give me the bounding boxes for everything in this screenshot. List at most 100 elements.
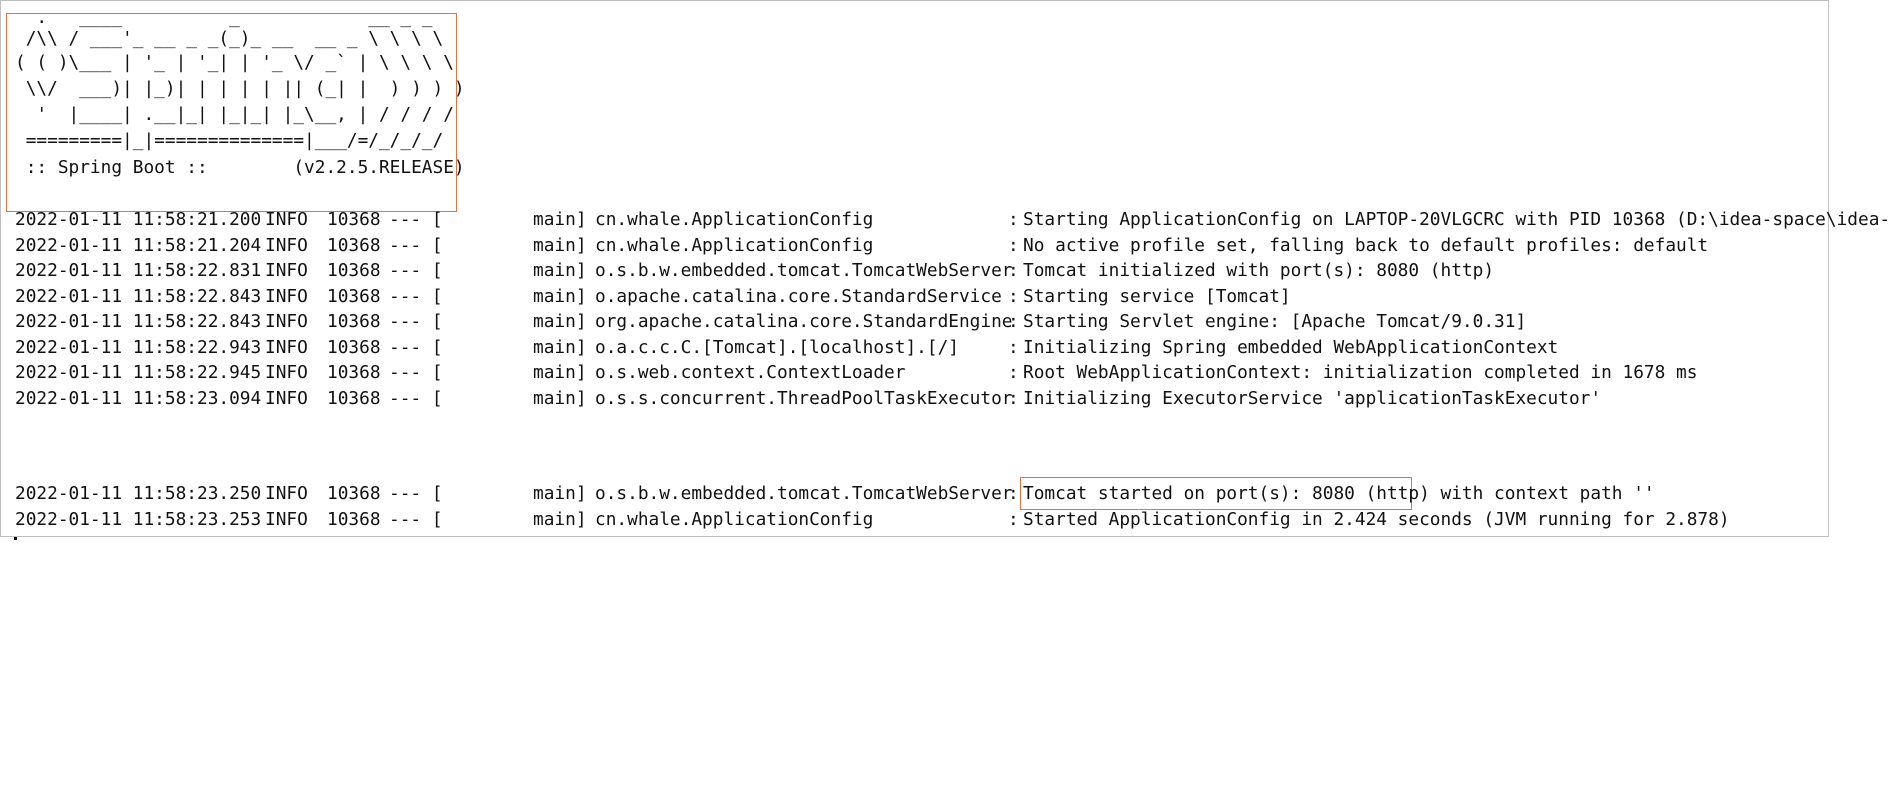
banner-line: ( ( )\___ | '_ | '_| | '_ \/ _` | \ \ \ … (15, 52, 454, 73)
log-level: INFO (265, 235, 308, 256)
log-timestamp: 2022-01-11 11:58:22.945 (15, 362, 262, 383)
log-thread: main] (533, 388, 587, 409)
log-colon: : (1008, 362, 1019, 383)
log-separator: --- [ (389, 509, 443, 530)
log-colon: : (1008, 260, 1019, 281)
log-level: INFO (265, 337, 308, 358)
log-thread: main] (533, 209, 587, 230)
banner-line: \\/ ___)| |_)| | | | | || (_| | ) ) ) ) (15, 78, 465, 99)
log-colon: : (1008, 388, 1019, 409)
log-colon: : (1008, 235, 1019, 256)
log-logger: o.a.c.c.C.[Tomcat].[localhost].[/] (595, 337, 959, 358)
log-timestamp: 2022-01-11 11:58:22.831 (15, 260, 262, 281)
log-thread: main] (533, 260, 587, 281)
log-colon: : (1008, 337, 1019, 358)
log-level: INFO (265, 483, 308, 504)
log-level: INFO (265, 286, 308, 307)
log-colon: : (1008, 311, 1019, 332)
log-thread: main] (533, 235, 587, 256)
log-thread: main] (533, 362, 587, 383)
log-row: 2022-01-11 11:58:22.831 INFO 10368 --- [… (15, 256, 1494, 286)
log-timestamp: 2022-01-11 11:58:22.843 (15, 286, 262, 307)
log-row: 2022-01-11 11:58:21.200 INFO 10368 --- [… (15, 205, 1890, 235)
log-pid: 10368 (327, 260, 381, 281)
log-level: INFO (265, 388, 308, 409)
log-message: Starting ApplicationConfig on LAPTOP-20V… (1023, 209, 1890, 230)
log-row: 2022-01-11 11:58:22.945 INFO 10368 --- [… (15, 358, 1697, 388)
log-pid: 10368 (327, 209, 381, 230)
log-pid: 10368 (327, 337, 381, 358)
log-level: INFO (265, 260, 308, 281)
log-logger: o.s.s.concurrent.ThreadPoolTaskExecutor (595, 388, 1013, 409)
log-logger: cn.whale.ApplicationConfig (595, 509, 874, 530)
banner-line: ' |____| .__|_| |_|_| |_\__, | / / / / (15, 104, 454, 125)
log-separator: --- [ (389, 311, 443, 332)
log-message: Tomcat initialized with port(s): 8080 (h… (1023, 260, 1495, 281)
log-level: INFO (265, 362, 308, 383)
banner-line: =========|_|==============|___/=/_/_/_/ (15, 130, 444, 151)
log-separator: --- [ (389, 388, 443, 409)
log-pid: 10368 (327, 509, 381, 530)
log-level: INFO (265, 509, 308, 530)
log-timestamp: 2022-01-11 11:58:21.200 (15, 209, 262, 230)
log-logger: cn.whale.ApplicationConfig (595, 235, 874, 256)
log-separator: --- [ (389, 209, 443, 230)
log-pid: 10368 (327, 483, 381, 504)
log-thread: main] (533, 337, 587, 358)
log-message: Initializing Spring embedded WebApplicat… (1023, 337, 1559, 358)
log-message: No active profile set, falling back to d… (1023, 235, 1709, 256)
log-row: 2022-01-11 11:58:22.943 INFO 10368 --- [… (15, 333, 1558, 363)
log-row: 2022-01-11 11:58:23.253 INFO 10368 --- [… (15, 505, 1730, 535)
log-message: Tomcat started on port(s): 8080 (http) w… (1023, 483, 1655, 504)
log-row: 2022-01-11 11:58:23.250 INFO 10368 --- [… (15, 479, 1655, 509)
log-thread: main] (533, 286, 587, 307)
log-pid: 10368 (327, 311, 381, 332)
log-message: Root WebApplicationContext: initializati… (1023, 362, 1698, 383)
console-output-panel: . ____ _ __ _ _ /\\ / ___'_ __ _ _(_)_ _… (0, 0, 1890, 537)
log-separator: --- [ (389, 362, 443, 383)
log-colon: : (1008, 483, 1019, 504)
log-pid: 10368 (327, 388, 381, 409)
log-logger: org.apache.catalina.core.StandardEngine (595, 311, 1013, 332)
log-row: 2022-01-11 11:58:21.204 INFO 10368 --- [… (15, 231, 1708, 261)
log-level: INFO (265, 209, 308, 230)
log-pid: 10368 (327, 286, 381, 307)
log-logger: o.s.b.w.embedded.tomcat.TomcatWebServer (595, 483, 1013, 504)
log-row: 2022-01-11 11:58:23.094 INFO 10368 --- [… (15, 384, 1601, 414)
log-row: 2022-01-11 11:58:22.843 INFO 10368 --- [… (15, 282, 1291, 312)
log-colon: : (1008, 286, 1019, 307)
log-timestamp: 2022-01-11 11:58:23.250 (15, 483, 262, 504)
log-timestamp: 2022-01-11 11:58:23.094 (15, 388, 262, 409)
log-message: Starting Servlet engine: [Apache Tomcat/… (1023, 311, 1527, 332)
log-separator: --- [ (389, 483, 443, 504)
text-cursor (14, 537, 17, 540)
log-logger: cn.whale.ApplicationConfig (595, 209, 874, 230)
log-separator: --- [ (389, 337, 443, 358)
log-colon: : (1008, 209, 1019, 230)
log-thread: main] (533, 311, 587, 332)
log-timestamp: 2022-01-11 11:58:21.204 (15, 235, 262, 256)
spring-boot-version-line: :: Spring Boot :: (v2.2.5.RELEASE) (15, 157, 465, 178)
banner-highlight-box (6, 13, 457, 212)
log-pid: 10368 (327, 235, 381, 256)
log-message: Starting service [Tomcat] (1023, 286, 1291, 307)
banner-line: /\\ / ___'_ __ _ _(_)_ __ __ _ \ \ \ \ (15, 28, 444, 49)
log-row: 2022-01-11 11:58:22.843 INFO 10368 --- [… (15, 307, 1526, 337)
log-thread: main] (533, 483, 587, 504)
log-separator: --- [ (389, 286, 443, 307)
log-separator: --- [ (389, 235, 443, 256)
log-logger: o.apache.catalina.core.StandardService (595, 286, 1002, 307)
log-logger: o.s.web.context.ContextLoader (595, 362, 906, 383)
port-highlight-box (1020, 477, 1412, 510)
log-timestamp: 2022-01-11 11:58:22.843 (15, 311, 262, 332)
log-colon: : (1008, 509, 1019, 530)
log-timestamp: 2022-01-11 11:58:23.253 (15, 509, 262, 530)
log-thread: main] (533, 509, 587, 530)
log-level: INFO (265, 311, 308, 332)
log-message: Started ApplicationConfig in 2.424 secon… (1023, 509, 1730, 530)
log-message: Initializing ExecutorService 'applicatio… (1023, 388, 1602, 409)
log-logger: o.s.b.w.embedded.tomcat.TomcatWebServer (595, 260, 1013, 281)
log-timestamp: 2022-01-11 11:58:22.943 (15, 337, 262, 358)
log-pid: 10368 (327, 362, 381, 383)
banner-line: . ____ _ __ _ _ (15, 7, 433, 28)
